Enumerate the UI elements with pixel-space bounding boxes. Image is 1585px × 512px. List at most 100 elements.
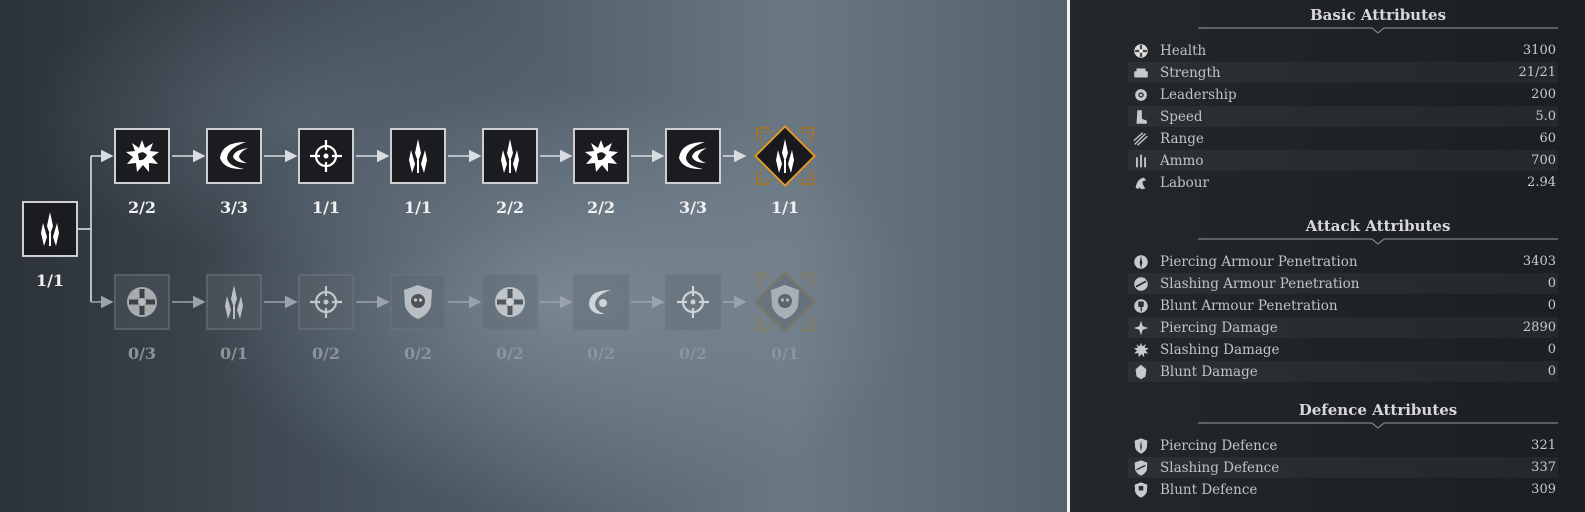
slash-arc-icon (220, 142, 248, 170)
health-cross-icon (495, 287, 525, 317)
slashing-damage-icon (1133, 342, 1149, 357)
root-skill-node[interactable] (22, 201, 78, 257)
section-divider (1198, 27, 1558, 34)
attribute-label: Strength (1160, 64, 1221, 81)
attribute-value: 0 (1547, 276, 1556, 291)
attribute-label: Piercing Armour Penetration (1160, 253, 1358, 270)
attribute-row: Health 3100 (1128, 40, 1558, 61)
skill-node[interactable] (390, 128, 446, 184)
skill-rank-count: 1/1 (311, 198, 341, 217)
skill-node-locked[interactable] (114, 274, 170, 330)
piercing-damage-icon (1133, 320, 1149, 335)
attribute-row: Strength 21/21 (1128, 62, 1558, 83)
skill-rank-count: 0/3 (127, 344, 157, 363)
skill-rank-count: 1/1 (770, 198, 800, 217)
attribute-value: 309 (1531, 482, 1556, 497)
skill-node[interactable] (573, 128, 629, 184)
attribute-label: Blunt Defence (1160, 481, 1258, 498)
attribute-label: Leadership (1160, 86, 1237, 103)
skill-tree-links (78, 149, 747, 309)
skill-node-locked[interactable] (298, 274, 354, 330)
attribute-row: Slashing Armour Penetration 0 (1128, 273, 1558, 294)
spear-icon (409, 139, 427, 173)
skill-node[interactable] (482, 128, 538, 184)
attribute-label: Ammo (1160, 152, 1204, 169)
skill-rank-count: 2/2 (586, 198, 616, 217)
skill-rank-count: 1/1 (35, 271, 65, 290)
attribute-label: Slashing Defence (1160, 459, 1280, 476)
attribute-value: 2890 (1522, 320, 1556, 335)
attribute-row: Blunt Defence 309 (1128, 479, 1558, 500)
attribute-label: Health (1160, 42, 1207, 59)
skill-rank-count: 1/1 (403, 198, 433, 217)
special-skill-node-locked[interactable] (749, 266, 821, 338)
skill-rank-count: 0/1 (219, 344, 249, 363)
attribute-value: 2.94 (1527, 175, 1556, 190)
piercing-penetration-icon (1134, 254, 1148, 269)
spear-icon (225, 285, 243, 319)
attribute-label: Range (1160, 130, 1204, 147)
skill-node[interactable] (114, 128, 170, 184)
panel-divider (1067, 0, 1070, 512)
attribute-value: 21/21 (1518, 65, 1556, 80)
attribute-row: Piercing Defence 321 (1128, 435, 1558, 456)
skill-node-locked[interactable] (482, 274, 538, 330)
boot-icon (1136, 109, 1147, 124)
spear-icon (501, 139, 519, 173)
slash-arc-icon (679, 142, 707, 170)
attribute-label: Piercing Defence (1160, 437, 1278, 454)
attribute-value: 3100 (1522, 43, 1556, 58)
slashing-penetration-icon (1134, 276, 1148, 291)
health-cross-icon (127, 287, 157, 317)
attribute-label: Slashing Damage (1160, 341, 1280, 358)
attribute-label: Slashing Armour Penetration (1160, 275, 1360, 292)
attribute-value: 337 (1531, 460, 1556, 475)
skill-rank-count: 3/3 (219, 198, 249, 217)
skill-rank-count: 0/1 (770, 344, 800, 363)
ornate-frame-icon (756, 127, 814, 185)
skill-rank-count: 2/2 (127, 198, 157, 217)
attribute-row: Slashing Defence 337 (1128, 457, 1558, 478)
health-cross-icon (1134, 43, 1148, 58)
section-divider (1198, 422, 1558, 429)
attribute-value: 0 (1547, 364, 1556, 379)
special-skill-node[interactable] (749, 120, 821, 192)
spear-icon (41, 212, 59, 246)
skill-node-locked[interactable] (665, 274, 721, 330)
section-title: Defence Attributes (1298, 401, 1458, 419)
skill-node[interactable] (665, 128, 721, 184)
range-arrows-icon (1133, 131, 1148, 146)
crosshair-icon (310, 286, 342, 318)
section-title: Basic Attributes (1309, 6, 1447, 24)
skull-shield-icon (771, 285, 799, 319)
skill-rank-count: 0/2 (495, 344, 525, 363)
skill-node-locked[interactable] (206, 274, 262, 330)
strength-icon (1134, 68, 1148, 77)
attribute-value: 321 (1531, 438, 1556, 453)
skill-rank-count: 0/2 (678, 344, 708, 363)
skill-node-locked[interactable] (390, 274, 446, 330)
slashing-defence-icon (1134, 459, 1148, 476)
burst-claw-icon (126, 140, 159, 172)
attribute-row: Slashing Damage 0 (1128, 339, 1558, 360)
attribute-value: 0 (1547, 342, 1556, 357)
skill-rank-count: 0/2 (586, 344, 616, 363)
attribute-label: Speed (1160, 108, 1203, 125)
ornate-frame-icon (756, 273, 814, 331)
blunt-penetration-icon (1134, 298, 1148, 313)
attribute-label: Blunt Damage (1160, 363, 1258, 380)
skill-node[interactable] (298, 128, 354, 184)
skill-node[interactable] (206, 128, 262, 184)
blunt-damage-icon (1135, 364, 1147, 379)
skill-rank-count: 2/2 (495, 198, 525, 217)
ammo-icon (1136, 154, 1146, 167)
skill-node-locked[interactable] (573, 274, 629, 330)
burst-claw-icon (585, 140, 618, 172)
